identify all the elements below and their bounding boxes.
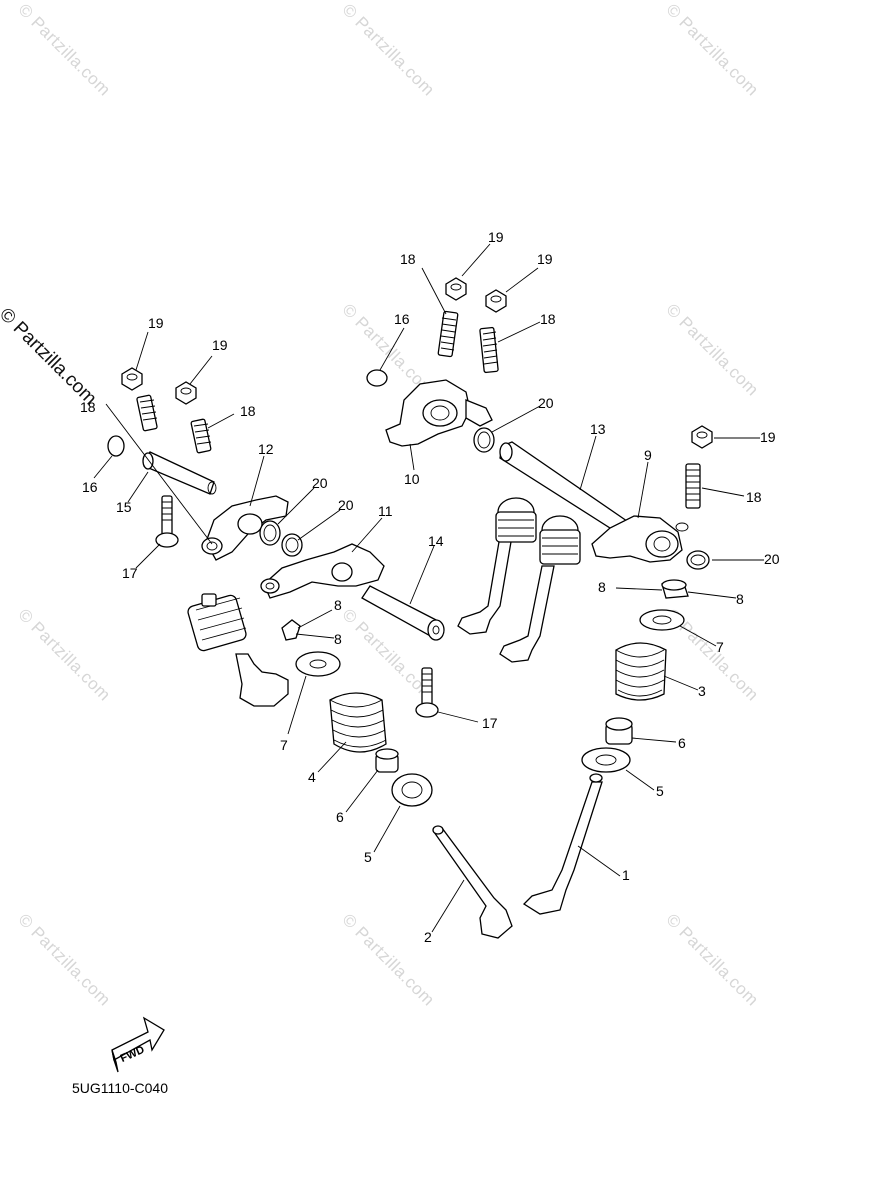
rocker-arm-10 [385, 379, 493, 447]
cotter-8-right [661, 579, 689, 599]
cotter-8-left [281, 619, 301, 641]
callout-7: 7 [280, 737, 288, 753]
rocker-arm-9 [591, 515, 689, 563]
callout-19: 19 [488, 229, 504, 245]
callout-10: 10 [404, 471, 420, 487]
retainer-7-right [639, 609, 685, 631]
washer-20-left-a [259, 520, 281, 546]
rocker-arm-11 [260, 543, 385, 599]
callout-20: 20 [764, 551, 780, 567]
callout-19: 19 [212, 337, 228, 353]
stud-18-left-a [136, 394, 158, 432]
callout-6: 6 [336, 809, 344, 825]
washer-20-right-b [686, 550, 710, 570]
fwd-arrow-icon: FWD [111, 1016, 165, 1073]
bolt-17-left [155, 495, 179, 548]
callout-18: 18 [240, 403, 256, 419]
retainer-7-left [295, 651, 341, 677]
callout-3: 3 [698, 683, 706, 699]
callout-18: 18 [400, 251, 416, 267]
rocker-shaft-14 [361, 585, 445, 641]
callout-18: 18 [80, 399, 96, 415]
valve-2 [432, 825, 513, 939]
seal-6-left [375, 748, 399, 773]
callout-2: 2 [424, 929, 432, 945]
callout-7: 7 [716, 639, 724, 655]
bolt-17-center [415, 667, 439, 718]
callout-19: 19 [760, 429, 776, 445]
callout-19: 19 [148, 315, 164, 331]
callout-19: 19 [537, 251, 553, 267]
callout-12: 12 [258, 441, 274, 457]
callout-16: 16 [394, 311, 410, 327]
callout-18: 18 [540, 311, 556, 327]
callout-6: 6 [678, 735, 686, 751]
rocker-arm-12 [201, 495, 289, 561]
nut-19-right-a [445, 277, 467, 301]
callout-8: 8 [598, 579, 606, 595]
shaft-15 [142, 451, 217, 495]
callout-4: 4 [308, 769, 316, 785]
callout-1: 1 [622, 867, 630, 883]
stud-18-right-c [685, 463, 701, 509]
oring-16-left [107, 435, 125, 457]
spring-4 [329, 692, 387, 753]
callout-11: 11 [378, 503, 393, 519]
callout-16: 16 [82, 479, 98, 495]
valve-center-left [457, 497, 537, 635]
nut-19-left-a [121, 367, 143, 391]
washer-20-left-b [281, 533, 303, 557]
callout-9: 9 [644, 447, 652, 463]
valve-1 [522, 773, 603, 915]
callout-8: 8 [736, 591, 744, 607]
callout-14: 14 [428, 533, 444, 549]
callout-20: 20 [312, 475, 328, 491]
leader-lines [93, 243, 764, 933]
seal-6-right [605, 717, 633, 745]
stud-18-left-b [190, 418, 212, 454]
callout-8: 8 [334, 631, 342, 647]
washer-20-right-a [473, 427, 495, 453]
diagram-code: 5UG1110-C040 [72, 1080, 168, 1096]
nut-19-right-b [485, 289, 507, 313]
nut-19-right-c [691, 425, 713, 449]
callout-15: 15 [116, 499, 132, 515]
callout-17: 17 [122, 565, 138, 581]
callout-18: 18 [746, 489, 762, 505]
nut-19-left-b [175, 381, 197, 405]
callout-5: 5 [656, 783, 664, 799]
stud-18-right-a [437, 310, 459, 358]
callout-17: 17 [482, 715, 498, 731]
oring-16-right [366, 369, 388, 387]
spring-3 [615, 642, 667, 701]
callout-8: 8 [334, 597, 342, 613]
callout-20: 20 [538, 395, 554, 411]
seat-5-left [391, 773, 433, 807]
callout-labels: 19 19 18 18 16 20 10 13 9 19 18 20 8 8 7… [80, 229, 780, 945]
stud-18-right-b [479, 326, 499, 374]
callout-13: 13 [590, 421, 606, 437]
valve-left-lifter [187, 593, 289, 707]
callout-5: 5 [364, 849, 372, 865]
seat-5-right [581, 747, 631, 773]
callout-20: 20 [338, 497, 354, 513]
valve-center-right [499, 515, 581, 663]
